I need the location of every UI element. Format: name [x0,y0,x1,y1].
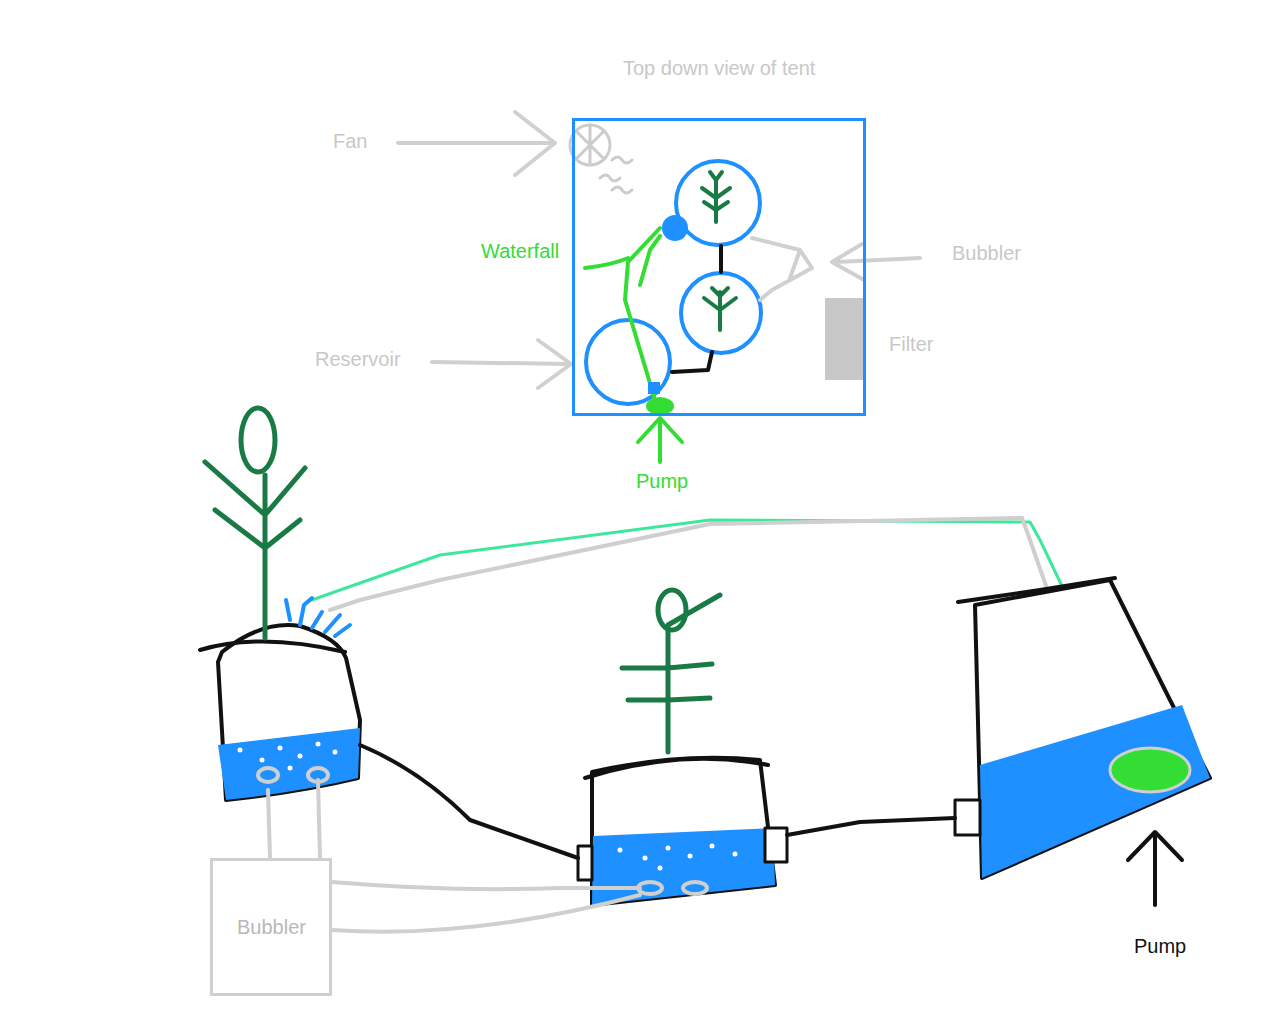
air-stones [258,768,707,894]
callout-arrows [398,112,920,388]
bubbles [238,742,338,771]
fan-arrow [398,112,555,175]
plant [622,590,720,752]
plant-bud [241,408,275,472]
view-heading: Top down view of tent [623,56,815,80]
water-splash [286,598,350,636]
plant-stem [622,595,720,752]
fan-symbol [570,125,632,193]
tent-pots [586,161,761,404]
pump-symbol [646,397,674,415]
part-label: Filter [889,332,933,356]
reservoir-arrow [432,340,571,388]
airflow [600,157,632,193]
pump-outlet [648,382,660,394]
plant-icon [704,288,736,330]
box-label: Bubbler [237,915,306,939]
reservoir-circle [586,320,670,404]
water [218,728,360,800]
pump-symbol [1110,748,1190,792]
bubbler-box: Bubbler [210,858,332,996]
pump-arrow [638,418,682,462]
plant-bud [658,590,686,630]
tube-lines [672,246,721,372]
tent-outline: Top down view of tent [572,56,866,416]
bubbler-arrow [832,244,920,280]
bubbles [618,844,738,871]
filter-symbol [825,298,863,380]
part-label: Fan [333,129,367,153]
plant-stem [205,462,305,638]
part-label: Bubbler [952,241,1021,265]
water [592,828,775,905]
pot-circle [676,161,760,245]
fan-blades [576,125,604,165]
waterfall-lines [585,228,660,400]
bucket-lid [200,641,345,652]
tent-border [572,118,866,416]
bucket-lid [958,578,1115,602]
plant-icon [702,172,730,222]
part-label: Waterfall [481,239,559,263]
connecting-tubes [360,745,955,858]
bucket [592,758,775,905]
part-label: Pump [636,469,688,493]
pump-arrow [1128,832,1182,905]
reservoir-bucket [975,580,1210,878]
bucket-lid [585,759,768,778]
bubbler-top-symbol [752,238,812,300]
plant [205,408,305,638]
part-label: Pump [1134,934,1186,958]
fittings [578,800,980,880]
part-label: Reservoir [315,347,401,371]
fan-ring [570,125,610,165]
air-lines [268,780,640,932]
pot-circle [681,273,761,353]
waterfall-outlet [662,215,688,241]
